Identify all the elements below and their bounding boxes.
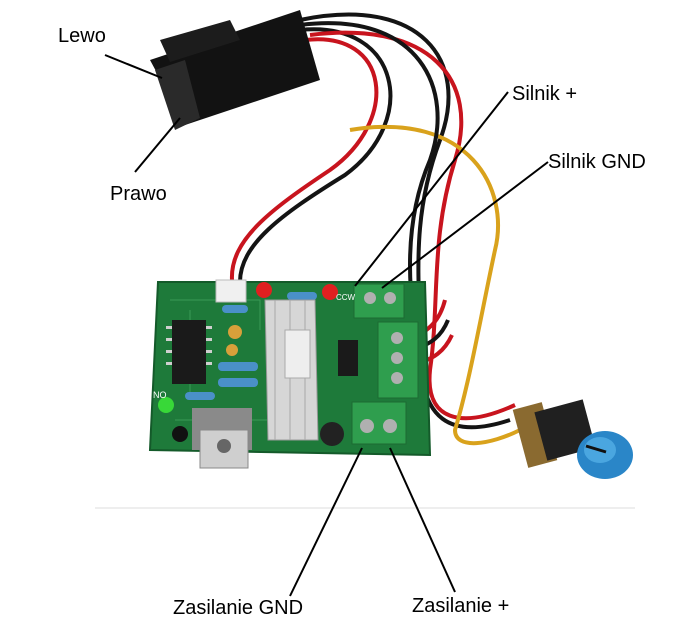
ic-chip (172, 320, 206, 384)
potentiometer-wires (299, 12, 521, 446)
leader-lines (104, 54, 549, 597)
ic-pins (166, 326, 212, 365)
label-silnik-gnd: Silnik GND (548, 151, 646, 173)
motor-terminal-top (353, 283, 405, 319)
direction-switch-connector (150, 10, 320, 130)
heatsink (264, 299, 319, 441)
potentiometer (512, 399, 633, 479)
switch-wires (229, 27, 393, 283)
label-prawo: Prawo (110, 183, 167, 205)
led-red-right (322, 284, 338, 300)
power-terminal (351, 401, 407, 445)
label-zasilanie-gnd: Zasilanie GND (173, 597, 304, 619)
motor-terminal-side (377, 321, 419, 399)
board-marking-no: NO (153, 390, 167, 400)
transistor (338, 340, 358, 376)
regulator (192, 408, 252, 469)
pin-header (215, 279, 247, 303)
label-lewo: Lewo (58, 25, 106, 47)
led-green (158, 397, 174, 413)
capacitors (172, 325, 344, 446)
label-zasilanie-plus: Zasilanie + (412, 595, 510, 617)
led-red-left (256, 282, 272, 298)
label-silnik-plus: Silnik + (512, 83, 578, 105)
board-marking-ccw: CCW (336, 293, 356, 302)
resistors (185, 292, 317, 400)
